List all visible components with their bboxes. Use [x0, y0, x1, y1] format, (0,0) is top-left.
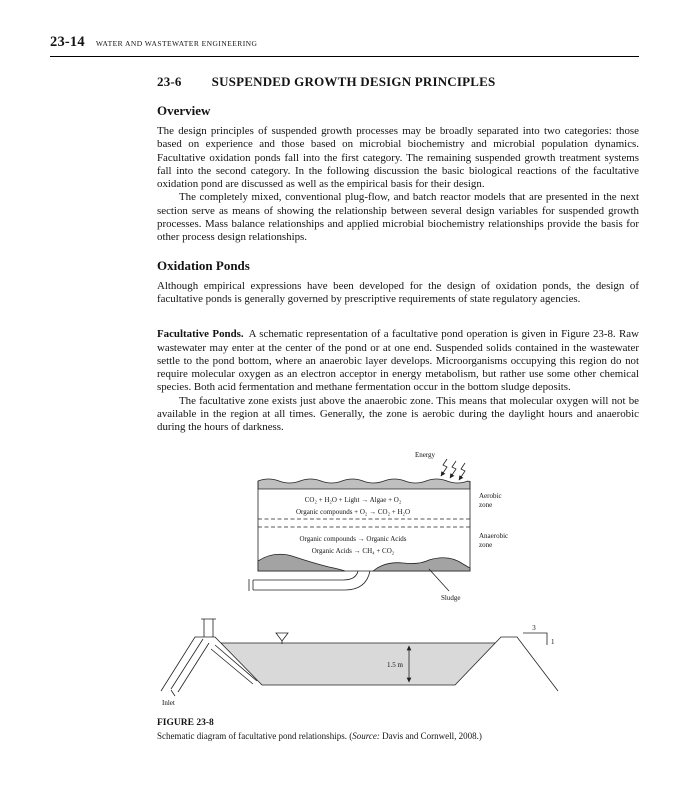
- aerobic-zone-label: zone: [479, 501, 492, 509]
- anaerobic-zone-label: zone: [479, 541, 492, 549]
- cross-section-linework: [160, 618, 559, 696]
- oxidation-ponds-heading: Oxidation Ponds: [157, 257, 250, 273]
- aerobic-zone-label: Aerobic: [479, 492, 502, 500]
- slope-indicator-lines: [523, 632, 548, 645]
- caption-source-word: Source:: [352, 730, 380, 741]
- lightning-bolt-icon: [449, 460, 457, 479]
- running-title: WATER AND WASTEWATER ENGINEERING: [95, 39, 258, 48]
- pond-outline: [257, 480, 471, 572]
- depth-label: 1.5 m: [387, 661, 404, 669]
- sludge-deposit-right: [371, 556, 471, 572]
- inlet-structure: [201, 618, 216, 637]
- lightning-bolt-icon: [440, 458, 448, 477]
- content-column: 23-6 SUSPENDED GROWTH DESIGN PRINCIPLES …: [157, 74, 639, 741]
- pond-zones-text: Energy CO₂ + H₂O + Light → Algae + O₂ Or…: [296, 451, 508, 602]
- water-level-marker-icon: [275, 632, 289, 642]
- facultative-ponds-runin-heading: Facultative Ponds.: [157, 328, 244, 341]
- figure-23-8: Energy CO₂ + H₂O + Light → Algae + O₂ Or…: [157, 448, 639, 741]
- anaerobic-equation-2: Organic Acids → CH₄ + CO₂: [312, 547, 395, 555]
- page-number: 23-14: [50, 34, 85, 50]
- oxidation-ponds-paragraph: Although empirical expressions have been…: [157, 279, 639, 305]
- caption-text-after: Davis and Cornwell, 2008.): [379, 730, 482, 741]
- anaerobic-equation-1: Organic compounds → Organic Acids: [299, 535, 406, 543]
- facultative-pond-schematic: Energy CO₂ + H₂O + Light → Algae + O₂ Or…: [160, 451, 559, 707]
- inlet-pipe-discharge: [210, 648, 254, 684]
- inlet-pipe-bottom-line: [253, 570, 371, 591]
- inlet-pipe-through-berm: [177, 642, 210, 692]
- slope-ratio-denominator: 1: [551, 638, 555, 646]
- inlet-label: Inlet: [162, 699, 175, 707]
- figure-caption: FIGURE 23-8 Schematic diagram of faculta…: [157, 718, 639, 741]
- anaerobic-zone-label: Anaerobic: [479, 532, 508, 540]
- overview-heading: Overview: [157, 103, 211, 118]
- inlet-pipe-top-line: [253, 570, 359, 581]
- section-title: SUSPENDED GROWTH DESIGN PRINCIPLES: [211, 74, 496, 89]
- sludge-deposit-left: [257, 553, 346, 572]
- sludge-label: Sludge: [441, 594, 460, 602]
- sludge-leader-line: [428, 568, 450, 591]
- inlet-pipe-discharge: [214, 644, 258, 681]
- overview-paragraph-2: The completely mixed, conventional plug-…: [157, 191, 639, 244]
- running-header: 23-14 WATER AND WASTEWATER ENGINEERING: [50, 34, 639, 57]
- energy-label: Energy: [415, 451, 436, 459]
- overview-paragraph-1: The design principles of suspended growt…: [157, 125, 639, 191]
- slope-ratio-numerator: 3: [532, 624, 536, 632]
- section-heading: 23-6 SUSPENDED GROWTH DESIGN PRINCIPLES: [157, 74, 639, 90]
- lightning-bolt-icon: [458, 462, 466, 481]
- aerobic-equation-2: Organic compounds + O₂ → CO₂ + H₂O: [296, 508, 410, 516]
- water-surface-band: [257, 478, 471, 490]
- berm-outline: [160, 636, 559, 691]
- section-number: 23-6: [157, 74, 182, 89]
- inlet-leader-line: [170, 689, 176, 696]
- pond-water-fill: [221, 642, 495, 685]
- inlet-pipe-through-berm: [170, 638, 204, 689]
- facultative-ponds-paragraph: Facultative Ponds.A schematic representa…: [157, 328, 639, 394]
- aerobic-equation-1: CO₂ + H₂O + Light → Algae + O₂: [305, 496, 402, 504]
- figure-caption-label: FIGURE 23-8: [157, 717, 214, 728]
- cross-section-text: 1.5 m 3 1 Inlet: [162, 624, 555, 707]
- facultative-zone-paragraph: The facultative zone exists just above t…: [157, 394, 639, 434]
- caption-text-before: Schematic diagram of facultative pond re…: [157, 730, 353, 741]
- pond-zones-linework: [248, 458, 471, 591]
- figure-caption-text: Schematic diagram of facultative pond re…: [157, 731, 639, 741]
- facultative-ponds-text: A schematic representation of a facultat…: [157, 328, 639, 394]
